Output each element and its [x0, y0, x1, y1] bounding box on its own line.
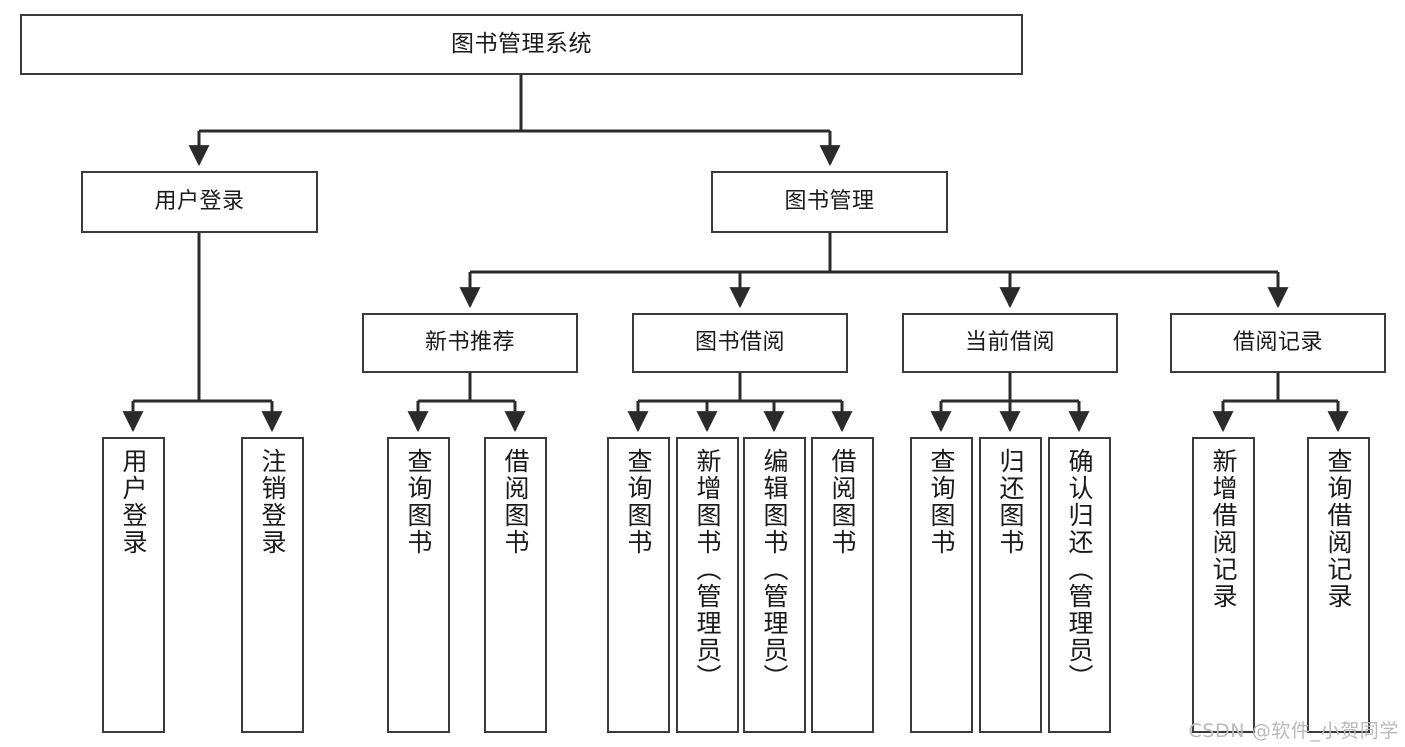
- node-label: 用户登录: [119, 448, 148, 556]
- node-label: 借阅图书: [828, 448, 857, 556]
- node-leaf-confirm-return-admin[interactable]: 确认归还（管理员）: [1048, 437, 1111, 733]
- node-leaf-query-book-2[interactable]: 查询图书: [607, 437, 670, 733]
- node-new-book-recommendation[interactable]: 新书推荐: [362, 313, 578, 373]
- node-label: 查询图书: [404, 448, 433, 556]
- node-label: 归还图书: [996, 448, 1025, 556]
- node-leaf-add-book-admin[interactable]: 新增图书（管理员）: [676, 437, 739, 733]
- node-leaf-query-book-1[interactable]: 查询图书: [387, 437, 450, 733]
- csdn-watermark: CSDN @软件_小贺同学: [1188, 720, 1399, 742]
- node-label: 编辑图书（管理员）: [760, 448, 789, 691]
- node-label: 借阅记录: [1232, 329, 1323, 355]
- node-root-book-management-system[interactable]: 图书管理系统: [20, 14, 1023, 75]
- node-label: 新书推荐: [424, 329, 515, 355]
- node-current-borrowing[interactable]: 当前借阅: [902, 313, 1118, 373]
- node-leaf-query-borrow-record[interactable]: 查询借阅记录: [1307, 437, 1370, 733]
- node-label: 图书借阅: [694, 329, 785, 355]
- node-label: 确认归还（管理员）: [1065, 448, 1094, 691]
- node-leaf-edit-book-admin[interactable]: 编辑图书（管理员）: [743, 437, 806, 733]
- node-label: 查询图书: [624, 448, 653, 556]
- node-leaf-logout[interactable]: 注销登录: [241, 437, 304, 733]
- node-book-borrowing[interactable]: 图书借阅: [632, 313, 848, 373]
- node-label: 查询图书: [927, 448, 956, 556]
- node-leaf-user-login[interactable]: 用户登录: [102, 437, 165, 733]
- node-label: 新增图书（管理员）: [693, 448, 722, 691]
- node-label: 图书管理系统: [451, 30, 592, 57]
- node-user-login[interactable]: 用户登录: [81, 171, 318, 233]
- node-label: 当前借阅: [964, 329, 1055, 355]
- node-leaf-query-book-3[interactable]: 查询图书: [910, 437, 973, 733]
- node-label: 图书管理: [784, 188, 875, 214]
- node-label: 借阅图书: [501, 448, 530, 556]
- node-label: 查询借阅记录: [1324, 448, 1353, 610]
- node-leaf-add-borrow-record[interactable]: 新增借阅记录: [1192, 437, 1255, 733]
- node-book-management[interactable]: 图书管理: [711, 171, 948, 233]
- node-label: 注销登录: [258, 448, 287, 556]
- node-leaf-borrow-book-2[interactable]: 借阅图书: [811, 437, 874, 733]
- node-label: 新增借阅记录: [1209, 448, 1238, 610]
- node-leaf-borrow-book-1[interactable]: 借阅图书: [484, 437, 547, 733]
- node-label: 用户登录: [154, 188, 245, 214]
- node-borrowing-record[interactable]: 借阅记录: [1170, 313, 1386, 373]
- node-leaf-return-book[interactable]: 归还图书: [979, 437, 1042, 733]
